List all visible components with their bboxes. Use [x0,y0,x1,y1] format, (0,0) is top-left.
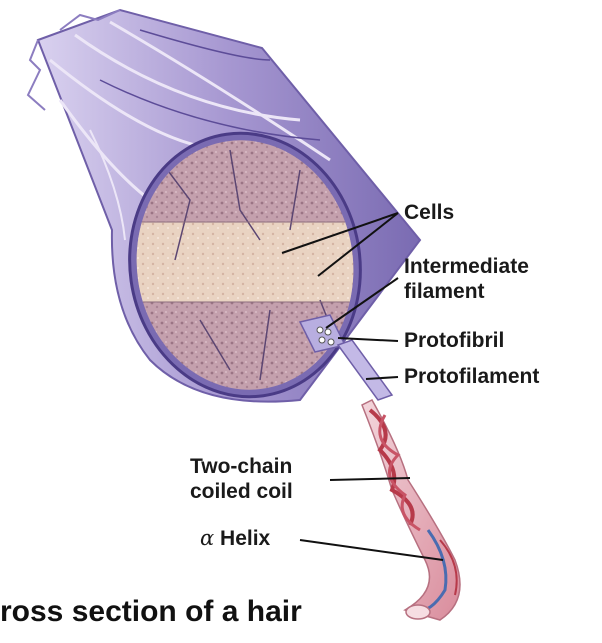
alpha-symbol: α [200,526,214,550]
label-protofibril: Protofibril [404,328,504,353]
cell-band [120,222,380,302]
label-intermediate-filament: Intermediate filament [404,254,529,304]
label-cells: Cells [404,200,454,225]
label-two-chain-coiled-coil: Two-chain coiled coil [190,454,293,504]
figure-caption: ross section of a hair [0,594,302,630]
label-alpha-helix: α Helix [200,526,270,551]
protofilament [338,340,392,400]
label-protofilament: Protofilament [404,364,539,389]
